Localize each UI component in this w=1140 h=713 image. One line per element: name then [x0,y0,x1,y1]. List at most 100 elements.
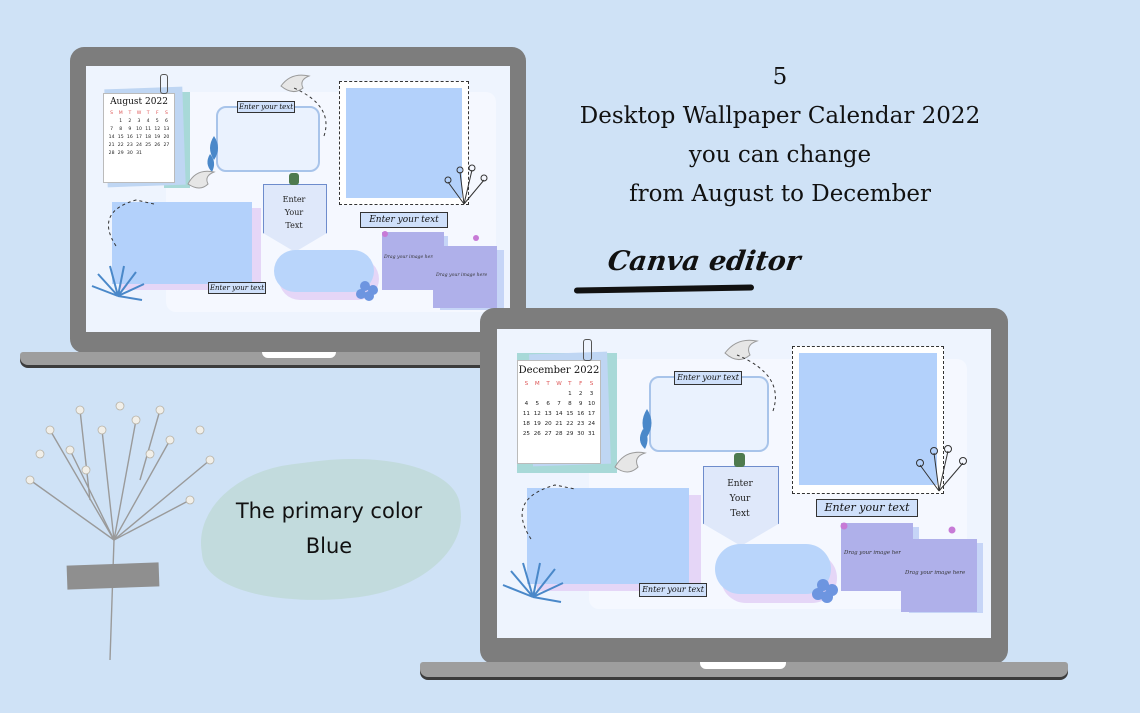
calendar-1-title: August 2022 [110,97,168,107]
calendar-day: 19 [533,421,541,427]
laptop-1-base [20,352,576,365]
calendar-day: 1 [568,391,572,397]
canva-editor-signature: Canva editor [605,246,803,277]
calendar-day: 24 [136,143,142,148]
weekday-header: S [589,381,594,387]
enter-text-label-top[interactable]: Enter your text [674,371,742,385]
calendar-day: 1 [119,119,123,124]
pocket-note-text: Enter Your Text [727,479,753,519]
calendar-day: 12 [154,127,161,132]
calendar-day: 25 [145,143,152,148]
calendar-day: 20 [163,135,170,140]
calendar-day: 22 [117,143,124,148]
enter-text-label-top[interactable]: Enter your text [237,101,295,113]
calendar-day: 30 [577,431,585,437]
weekday-header: M [118,111,123,116]
calendar-day: 14 [108,135,115,140]
calendar-day: 15 [566,411,574,417]
calendar-day: 17 [588,411,596,417]
sticky-note-2[interactable]: Drag your image here [901,539,977,612]
weekday-header: T [146,111,150,116]
sticky-note-2[interactable]: Drag your image here [433,246,497,308]
calendar-day: 28 [555,431,563,437]
weekday-header: T [568,381,572,387]
blue-flower-icon [356,281,378,301]
weekday-header: S [164,111,168,116]
laptop-2-notch [700,662,786,669]
pill-text-box[interactable] [274,250,374,292]
calendar-day: 2 [578,391,583,397]
calendar-day: 19 [154,135,161,140]
calendar-day: 7 [110,127,114,132]
primary-color-text: The primary color Blue [214,494,444,564]
enter-text-label-bottom[interactable]: Enter your text [639,583,707,597]
calendar-day: 17 [136,135,142,140]
dried-flower-branch-icon [25,401,215,661]
calendar-day: 29 [566,431,574,437]
calendar-day: 16 [577,411,585,417]
calendar-day: 23 [577,421,585,427]
calendar-day: 3 [137,119,141,124]
calendar-day: 18 [522,421,530,427]
clip-icon [289,173,299,185]
laptop-2-base [420,662,1068,677]
photo-frame-dashed [339,81,469,205]
enter-text-label-bottom[interactable]: Enter your text [208,282,266,294]
headline-number: 5 [772,64,788,90]
weekday-header: T [546,381,550,387]
calendar-day: 13 [163,127,170,132]
pin-icon [840,522,956,534]
image-box-left[interactable] [527,488,689,584]
blue-flower-icon [812,579,838,603]
image-box-left[interactable] [112,202,252,284]
calendar-day: 4 [146,119,150,124]
calendar-day: 26 [154,143,161,148]
calendar-day: 10 [588,401,596,407]
calendar-day: 22 [566,421,574,427]
calendar-day: 4 [524,401,529,407]
headline-line-3: from August to December [629,181,931,207]
weekday-header: M [534,381,540,387]
pill-text-box[interactable] [715,544,831,594]
photo-placeholder[interactable] [799,353,937,485]
calendar-day: 24 [588,421,596,427]
dashed-arrow [293,87,327,137]
calendar-day: 15 [117,135,124,140]
calendar-day: 5 [535,401,540,407]
weekday-header: F [579,381,583,387]
calendar-day: 10 [136,127,142,132]
enter-text-label-mid[interactable]: Enter your text [360,212,448,228]
decorations-1 [91,74,488,301]
calendar-day: 30 [126,151,133,156]
weekday-header: W [556,381,562,387]
calendar-day: 12 [533,411,541,417]
photo-placeholder[interactable] [346,88,462,198]
calendar-day: 25 [522,431,530,437]
photo-frame-dashed [792,346,944,494]
laptop-1-notch [262,352,336,358]
calendar-day: 14 [555,411,563,417]
calendar-day: 21 [555,421,563,427]
calendar-day: 7 [557,401,561,407]
calendar-day: 11 [145,127,152,132]
clip-icon [734,453,745,467]
calendar-day: 9 [128,127,132,132]
headline: 5 Desktop Wallpaper Calendar 2022 you ca… [560,58,1000,214]
headline-line-1: Desktop Wallpaper Calendar 2022 [579,103,981,129]
calendar-day: 11 [522,411,530,417]
calendar-day: 27 [163,143,170,148]
dashed-arrow [521,484,576,540]
wildflower-icon [916,445,967,492]
calendar-day: 6 [164,119,168,124]
calendar-day: 5 [155,119,159,124]
calendar-day: 27 [544,431,552,437]
calendar-day: 28 [108,151,115,156]
enter-text-label-mid[interactable]: Enter your text [816,499,918,517]
calendar-day: 31 [588,431,596,437]
calendar-day: 20 [544,421,552,427]
